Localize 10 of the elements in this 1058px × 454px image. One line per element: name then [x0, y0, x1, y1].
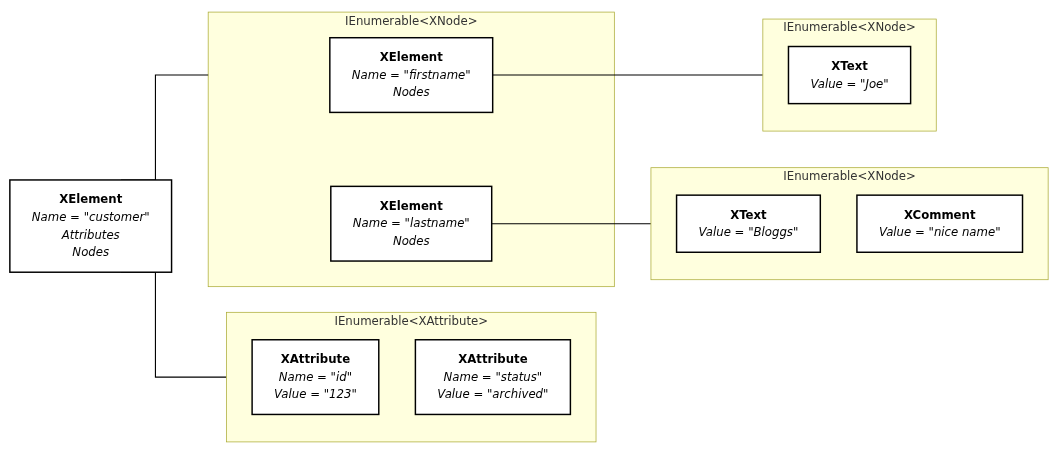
node-box: XText Value = "Joe" [787, 45, 912, 105]
connector [492, 74, 764, 76]
node-box: XElement Name = "firstname" Nodes [329, 37, 494, 114]
node-box: XAttribute Name = "status" Value = "archived" [414, 339, 572, 416]
node-box: XElement Name = "lastname" Nodes [330, 185, 493, 262]
node-box: XComment Value = "nice name" [856, 194, 1024, 253]
node-box: XAttribute Name = "id" Value = "123" [251, 339, 380, 416]
node-box: XText Value = "Bloggs" [675, 194, 822, 253]
node-box: XElement Name = "customer" Attributes Nodes [9, 179, 173, 273]
connector [491, 223, 652, 225]
